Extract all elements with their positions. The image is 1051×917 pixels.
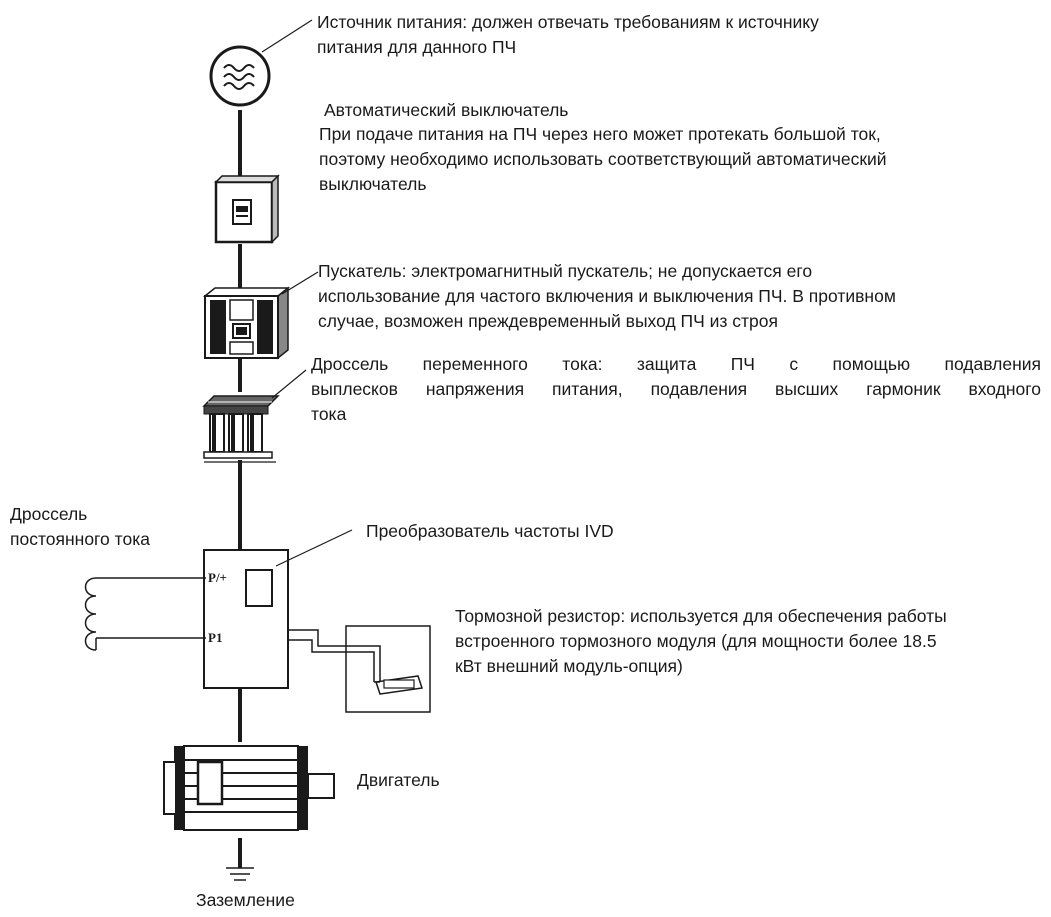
contactor-line-1: Пускатель: электромагнитный пускатель; н… — [318, 261, 813, 281]
dc-reactor-line-2: постоянного тока — [10, 529, 150, 549]
contactor-description: Пускатель: электромагнитный пускатель; н… — [318, 259, 896, 334]
brake-resistor-icon — [345, 625, 431, 713]
ac-reactor-description: Дроссель переменного тока: защита ПЧ с п… — [311, 352, 1041, 427]
ac-reactor-line-2: выплесков напряжения питания, подавления… — [311, 379, 1041, 399]
breaker-line-1: При подаче питания на ПЧ через него може… — [319, 124, 881, 144]
ground-label: Заземление — [196, 890, 295, 910]
power-source-leader — [261, 19, 313, 53]
brake-resistor-description: Тормозной резистор: используется для обе… — [455, 604, 947, 679]
power-source-line-2: питания для данного ПЧ — [317, 37, 517, 57]
brake-resistor-line-2: встроенного тормозного модуля (для мощно… — [455, 631, 937, 651]
ac-reactor-line-3: тока — [311, 404, 347, 424]
dc-reactor-coil-icon — [84, 577, 206, 651]
circuit-breaker-icon — [214, 174, 280, 244]
power-source-line-1: Источник питания: должен отвечать требов… — [317, 12, 819, 32]
inverter-leader — [275, 529, 353, 567]
terminal-p-plus-label: P/+ — [208, 570, 227, 585]
terminal-p1-label: P1 — [208, 630, 222, 645]
inverter-label: Преобразователь частоты IVD — [366, 521, 614, 541]
ac-source-icon — [209, 45, 271, 107]
power-source-description: Источник питания: должен отвечать требов… — [317, 10, 819, 60]
breaker-description: При подаче питания на ПЧ через него може… — [319, 122, 887, 197]
breaker-line-2: поэтому необходимо использовать соответс… — [319, 149, 887, 169]
breaker-title: Автоматический выключатель — [324, 100, 569, 120]
contactor-line-3: случае, возможен преждевременный выход П… — [318, 311, 778, 331]
ac-reactor-icon — [202, 395, 280, 463]
ac-reactor-leader — [271, 369, 307, 399]
dc-reactor-line-1: Дроссель — [10, 504, 88, 524]
breaker-line-3: выключатель — [319, 174, 427, 194]
brake-resistor-line-3: кВт внешний модуль-опция) — [455, 656, 683, 676]
ac-reactor-line-1: Дроссель переменного тока: защита ПЧ с п… — [311, 354, 1041, 374]
contactor-leader — [281, 271, 319, 295]
dc-reactor-label: Дроссель постоянного тока — [10, 502, 150, 552]
contactor-line-2: использование для частого включения и вы… — [318, 286, 896, 306]
ground-icon — [226, 867, 254, 881]
brake-resistor-line-1: Тормозной резистор: используется для обе… — [455, 606, 947, 626]
contactor-icon — [202, 286, 291, 360]
motor-icon — [163, 745, 335, 831]
motor-label: Двигатель — [357, 770, 440, 790]
inverter-icon: P/+ P1 — [203, 549, 289, 689]
